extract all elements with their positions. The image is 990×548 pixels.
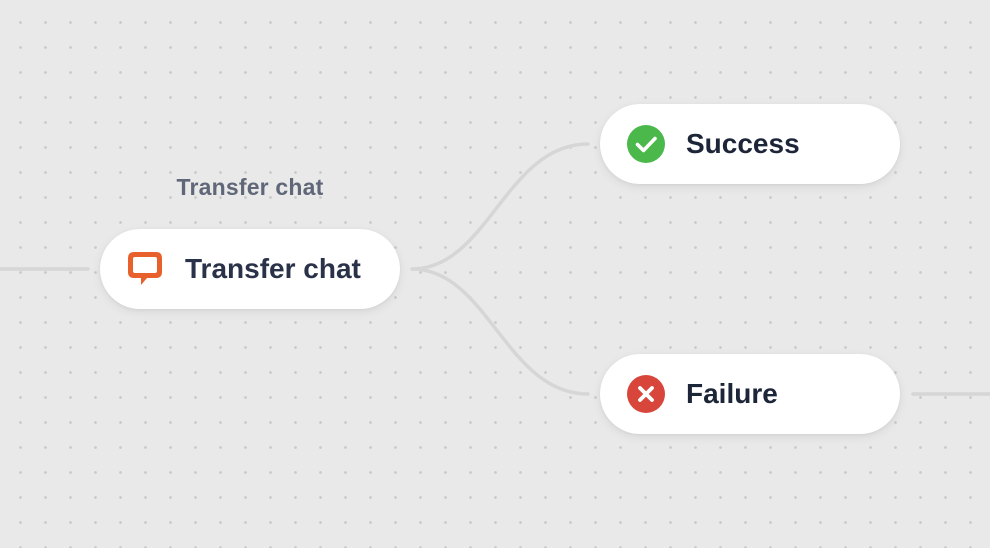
transfer-chat-node[interactable]: Transfer chat <box>100 229 400 309</box>
failure-label: Failure <box>686 378 778 409</box>
node-caption: Transfer chat <box>176 174 324 200</box>
success-label: Success <box>686 128 800 159</box>
x-circle-icon <box>626 374 666 414</box>
failure-node[interactable]: Failure <box>600 354 900 434</box>
transfer-chat-label: Transfer chat <box>185 253 361 284</box>
chat-bubble-icon <box>125 249 165 289</box>
check-circle-icon <box>626 124 666 164</box>
success-node[interactable]: Success <box>600 104 900 184</box>
failure-connector <box>410 267 590 396</box>
success-connector <box>410 142 590 271</box>
